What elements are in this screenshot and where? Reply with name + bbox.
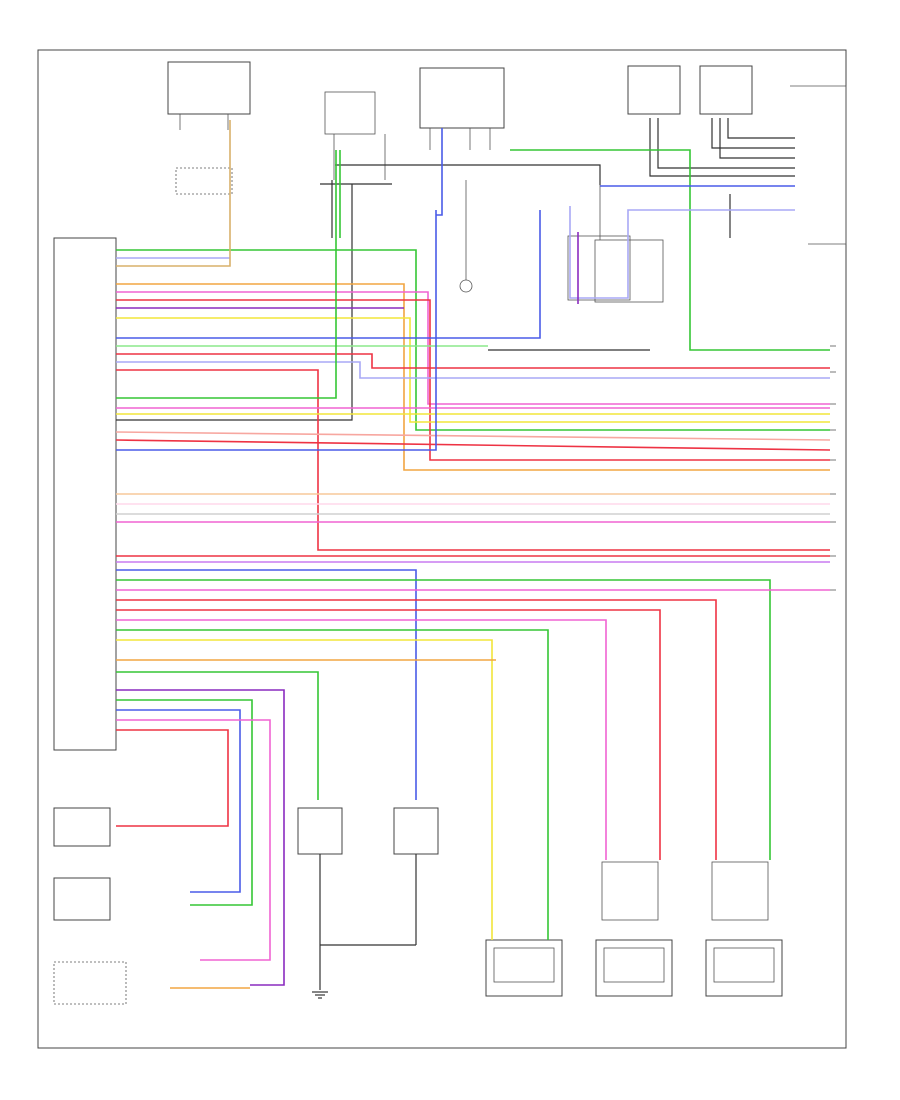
top-center-component (419, 67, 505, 150)
wire-red-2 (116, 353, 830, 369)
bottom-module-3 (485, 939, 563, 997)
wire-lavender-2 (116, 361, 830, 379)
wire-green-1 (116, 249, 830, 431)
wire-green-3 (116, 579, 771, 860)
wire-yellow-3 (116, 639, 493, 940)
wire-red-4 (115, 439, 831, 451)
wire-green-5 (116, 671, 319, 800)
top-left-component (167, 61, 251, 195)
top-right-component (790, 85, 847, 245)
diagram-frame (37, 49, 847, 1049)
wire-green-7 (510, 149, 830, 351)
right-edge-terminals (830, 345, 836, 591)
wire-tan-1 (116, 120, 231, 267)
wire-purple-2 (116, 689, 285, 986)
wire-orange-1 (116, 283, 830, 471)
wire-salmon-1 (115, 431, 831, 441)
bottom-module-1 (297, 807, 343, 990)
colored-wires (115, 120, 831, 989)
wire-pink-6 (116, 719, 271, 961)
wire-red-1 (116, 299, 830, 461)
wire-green-6 (116, 699, 253, 906)
bottom-module-2 (320, 807, 439, 946)
left-bottom-component-2 (53, 877, 111, 921)
wire-green-2 (116, 150, 337, 399)
wire-blue-4 (116, 709, 241, 893)
center-module (567, 185, 664, 303)
left-control-module (53, 237, 117, 751)
wire-pink-1 (116, 291, 830, 405)
wire-green-4 (116, 629, 549, 940)
wire-pink-5 (116, 619, 607, 860)
top-right-sensor-1 (627, 65, 681, 115)
lamp-component (459, 180, 473, 293)
wire-blue-1 (116, 210, 541, 339)
bottom-module-5 (705, 861, 783, 997)
wire-blue-3 (116, 569, 417, 800)
wire-lavender-3 (569, 206, 795, 299)
wire-red-3 (116, 369, 830, 551)
wire-red-7 (116, 609, 661, 860)
black-wires (116, 118, 795, 421)
wire-blue-6 (436, 128, 443, 216)
wire-blue-2 (116, 210, 437, 451)
top-right-sensor-2 (699, 65, 753, 115)
ground-symbol (312, 991, 328, 999)
left-bottom-component-3 (53, 961, 127, 1005)
bottom-module-4 (595, 861, 673, 997)
left-bottom-component-1 (53, 807, 111, 847)
wire-red-6 (116, 599, 717, 860)
wire-yellow-1 (116, 317, 830, 423)
wire-red-8 (116, 729, 229, 827)
top-center-left-switch (324, 91, 386, 180)
